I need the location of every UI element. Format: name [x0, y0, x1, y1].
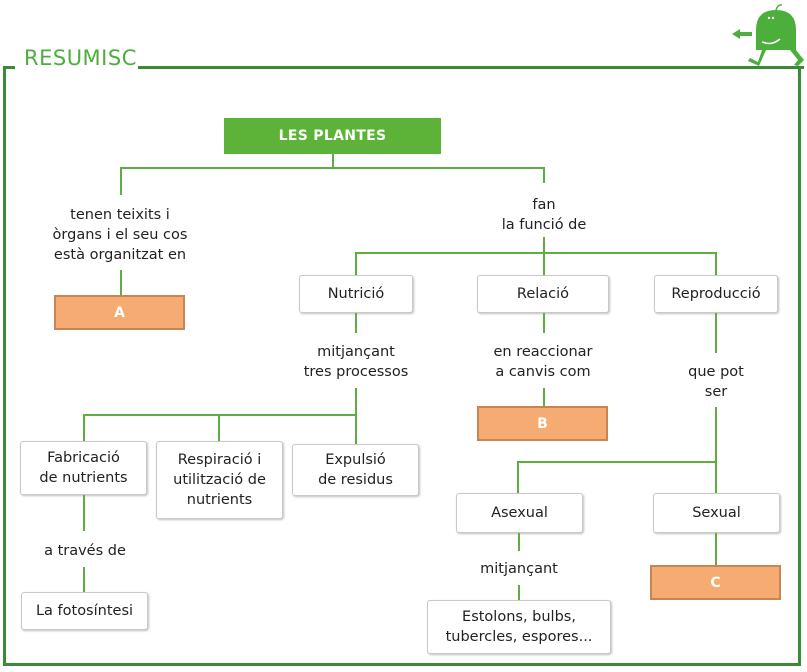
connector [543, 252, 545, 276]
connector [83, 495, 85, 531]
root-node-les-plantes: LES PLANTES [224, 118, 441, 154]
asexual-connector-label: mitjançant [480, 561, 558, 577]
node-respiracio: Respiració i utilització de nutrients [156, 441, 283, 519]
node-nutricio: Nutrició [299, 275, 413, 313]
connector [715, 252, 717, 276]
node-asexual: Asexual [456, 493, 583, 533]
answer-box-c[interactable]: C [650, 565, 781, 600]
frame-top-edge-right [138, 66, 804, 69]
connector [83, 414, 357, 416]
node-expulsio-residus: Expulsió de residus [292, 444, 419, 496]
fabricacio-connector-label: a través de [44, 543, 126, 559]
connector [518, 533, 520, 551]
connector [543, 388, 545, 408]
connector [332, 154, 334, 168]
nutricio-connector-label: mitjançant tres processos [303, 344, 409, 380]
connector [715, 407, 717, 493]
connector [120, 167, 545, 169]
connector [715, 533, 717, 567]
connector [120, 270, 122, 296]
node-asexual-examples: Estolons, bulbs, tubercles, espores... [427, 600, 611, 654]
frame-top-edge-left [3, 66, 15, 69]
connector [355, 388, 357, 444]
connector [356, 252, 716, 254]
node-expulsio-text: Expulsió de residus [318, 452, 393, 488]
section-title: RESUMISC [24, 46, 137, 70]
node-reproduccio: Reproducció [654, 275, 778, 313]
node-respiracio-text: Respiració i utilització de nutrients [173, 452, 266, 508]
connector [543, 313, 545, 333]
connector [517, 461, 717, 463]
green-mascot-back-arrow-icon[interactable] [726, 2, 806, 66]
connector [543, 237, 545, 253]
connector [517, 461, 519, 493]
node-relacio: Relació [477, 275, 609, 313]
connector [355, 252, 357, 276]
relacio-connector-label: en reaccionar a canvis com [493, 344, 593, 380]
connector [120, 167, 122, 195]
connector [518, 585, 520, 601]
asexual-examples-text: Estolons, bulbs, tubercles, espores... [445, 609, 593, 645]
node-fotosintesi: La fotosíntesi [21, 592, 148, 630]
connector [83, 414, 85, 442]
node-fabricacio-nutrients: Fabricació de nutrients [20, 441, 147, 495]
connector [543, 167, 545, 183]
connector [83, 567, 85, 593]
answer-box-a[interactable]: A [54, 295, 185, 330]
reproduccio-connector-label: que pot ser [688, 364, 744, 400]
left-branch-label: tenen teixits i òrgans i el seu cos està… [52, 207, 188, 263]
connector [715, 313, 717, 353]
summary-frame [3, 66, 801, 666]
node-fabricacio-text: Fabricació de nutrients [39, 450, 128, 486]
right-branch-label: fan la funció de [501, 197, 587, 233]
connector [218, 414, 220, 442]
answer-box-b[interactable]: B [477, 406, 608, 441]
connector [355, 313, 357, 333]
node-sexual: Sexual [653, 493, 780, 533]
